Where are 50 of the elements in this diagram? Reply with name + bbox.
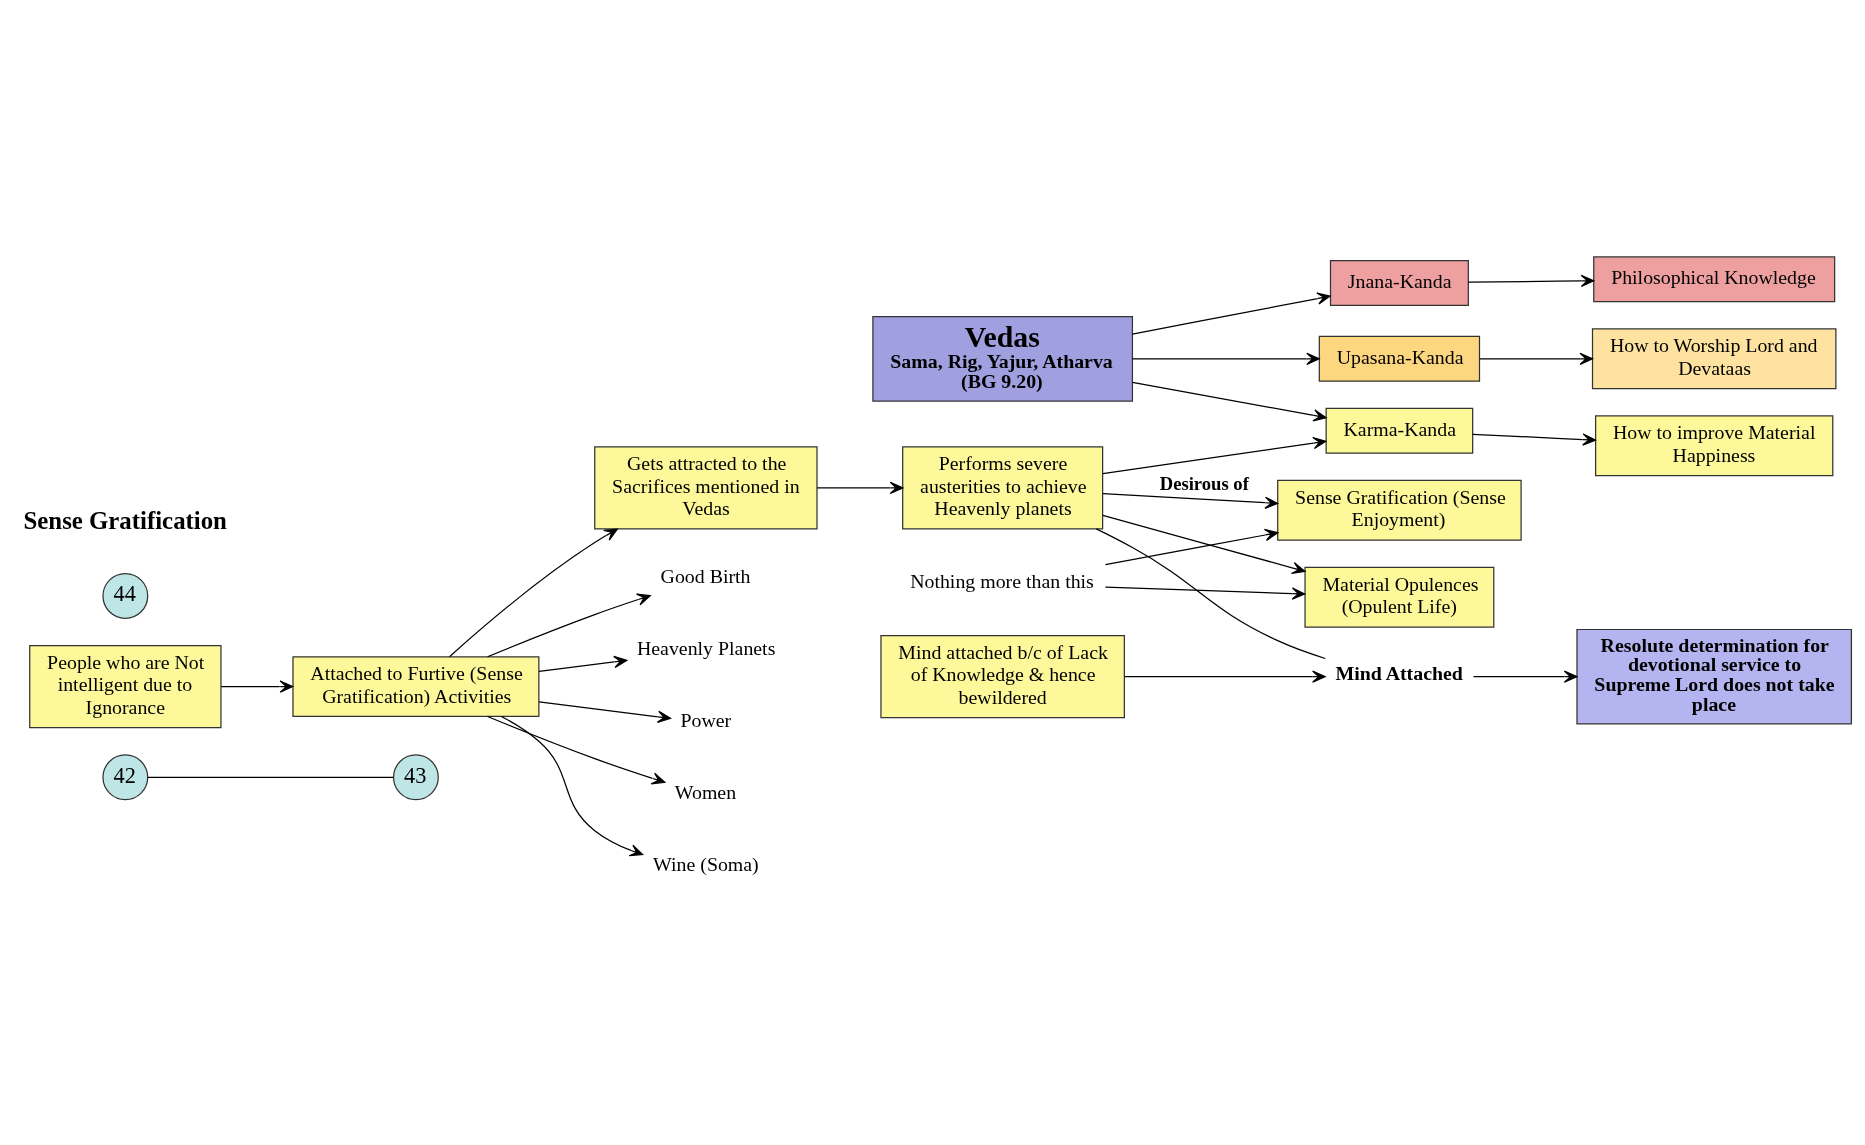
- node-text: Heavenly Planets: [636, 636, 776, 659]
- arrow: [220, 679, 294, 693]
- node-box: Vedas Sama, Rig, Yajur, Atharva (BG 9.20): [872, 315, 1134, 402]
- arrow: [538, 655, 628, 672]
- node-box: Mind attached b/c of Lack of Knowledge & hence bewildered: [880, 634, 1125, 718]
- arrow: [816, 481, 904, 494]
- node-text: Good Birth: [660, 564, 751, 587]
- node-box: Philosophical Knowledge: [1593, 255, 1836, 302]
- arrow: [448, 528, 618, 657]
- node-box: How to Worship Lord and Devataas: [1591, 327, 1837, 389]
- node-circle: 42: [102, 753, 149, 800]
- node-text: Power: [680, 708, 732, 731]
- node-box: Jnana-Kanda: [1329, 259, 1469, 306]
- arrow: [486, 715, 666, 784]
- edge-label: Desirous of: [1159, 472, 1249, 494]
- arrow: [1472, 432, 1596, 446]
- node-box: How to improve Material Happiness: [1595, 414, 1834, 476]
- node-box: Performs severe austerities to achieve Heavenly planets: [902, 445, 1104, 530]
- node-box: Gets attracted to the Sacrifices mentioned in Vedas: [594, 445, 818, 530]
- node-circle: 43: [392, 753, 439, 800]
- arrow: [1104, 528, 1279, 565]
- connector: [1095, 527, 1326, 659]
- arrow: [1131, 291, 1331, 335]
- arrow: [1131, 352, 1320, 365]
- node-box: Resolute determination for devotional service to Supreme Lord does not take place: [1576, 628, 1853, 724]
- node-box: Material Opulences (Opulent Life): [1304, 566, 1495, 628]
- arrow: [1479, 352, 1594, 365]
- arrow: [486, 593, 651, 657]
- node-text: Women: [674, 780, 737, 803]
- node-box: Attached to Furtive (Sense Gratification) Activities: [292, 655, 540, 717]
- node-box: People who are Not intelligent due to Ignorance: [29, 644, 222, 728]
- node-circle: 44: [102, 572, 149, 619]
- node-box: Upasana-Kanda: [1318, 335, 1481, 382]
- arrow: [500, 715, 644, 856]
- node-text: Wine (Soma): [653, 852, 759, 875]
- node-text: Mind Attached: [1335, 661, 1463, 684]
- arrow: [1131, 381, 1327, 422]
- label: Sense Gratification: [23, 506, 227, 534]
- arrow: [1104, 585, 1306, 600]
- arrow: [538, 700, 672, 723]
- arrow: [1124, 670, 1326, 683]
- node-text: Nothing more than this: [910, 569, 1094, 592]
- node-box: Sense Gratification (Sense Enjoyment): [1277, 479, 1522, 541]
- arrow: [1472, 670, 1578, 683]
- connector: [147, 776, 395, 778]
- arrow: [1102, 436, 1327, 474]
- arrow: [1102, 514, 1306, 574]
- arrow: [1467, 274, 1595, 287]
- node-box: Karma-Kanda: [1325, 407, 1474, 454]
- arrow: [1102, 492, 1279, 509]
